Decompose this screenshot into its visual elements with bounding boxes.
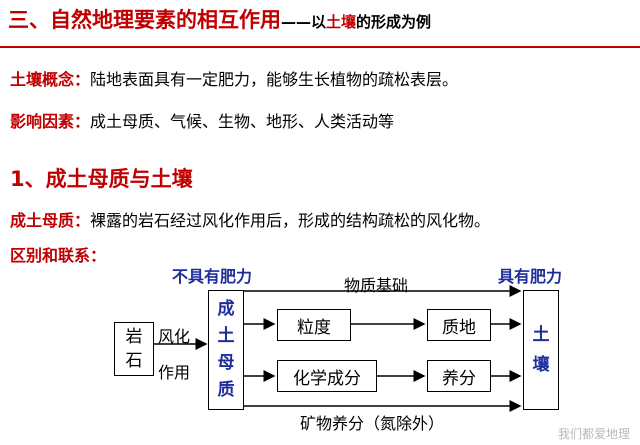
granularity-box: 粒度 [277,309,351,341]
factors-line: 影响因素：成土母质、气候、生物、地形、人类活动等 [10,108,394,132]
has-fertility-label: 具有肥力 [498,267,563,286]
weathering-line-2: 作用 [158,363,191,382]
title-main: 三、自然地理要素的相互作用 [8,8,281,32]
parent-char-3: 母 [217,353,235,373]
no-fertility-label: 不具有肥力 [172,267,253,286]
parent-material-label: 成土母质： [10,211,91,230]
weathering-label: 风化 作用 [158,326,190,384]
parent-material-line: 成土母质：裸露的岩石经过风化作用后，形成的结构疏松的风化物。 [10,207,490,231]
parent-char-2: 土 [217,326,235,346]
soil-char-2: 壤 [532,355,550,375]
page-title: 三、自然地理要素的相互作用——以土壤的形成为例 [8,4,431,34]
concept-text: 陆地表面具有一定肥力，能够生长植物的疏松表层。 [90,70,459,89]
parent-material-text: 裸露的岩石经过风化作用后，形成的结构疏松的风化物。 [90,211,491,230]
relation-label: 区别和联系： [10,246,107,265]
title-divider [0,46,640,48]
title-dash: —— [281,13,311,31]
rock-box: 岩 石 [114,322,154,376]
concept-line: 土壤概念：陆地表面具有一定肥力，能够生长植物的疏松表层。 [10,66,458,90]
minerals-label: 矿物养分（氮除外） [300,414,445,433]
rock-char-1: 岩 [125,327,143,347]
factors-text: 成土母质、气候、生物、地形、人类活动等 [90,112,395,131]
factors-label: 影响因素： [10,112,91,131]
texture-box: 质地 [427,309,491,341]
title-sub-prefix: 以 [311,13,327,31]
nutrients-box: 养分 [427,360,491,392]
chemical-composition-box: 化学成分 [277,360,377,392]
section-heading: 1、成土母质与土壤 [10,167,193,191]
soil-char-1: 土 [532,325,550,345]
concept-label: 土壤概念： [10,70,91,89]
parent-char-1: 成 [217,299,235,319]
soil-box: 土 壤 [523,290,559,410]
material-basis-label: 物质基础 [344,276,409,295]
weathering-line-1: 风化 [158,327,191,346]
parent-material-box: 成 土 母 质 [208,290,244,410]
title-sub-suffix: 的形成为例 [356,13,432,31]
parent-char-4: 质 [217,380,235,400]
rock-char-2: 石 [125,351,143,371]
title-sub-highlight: 土壤 [326,13,357,31]
watermark: 我们都爱地理 [557,427,630,441]
